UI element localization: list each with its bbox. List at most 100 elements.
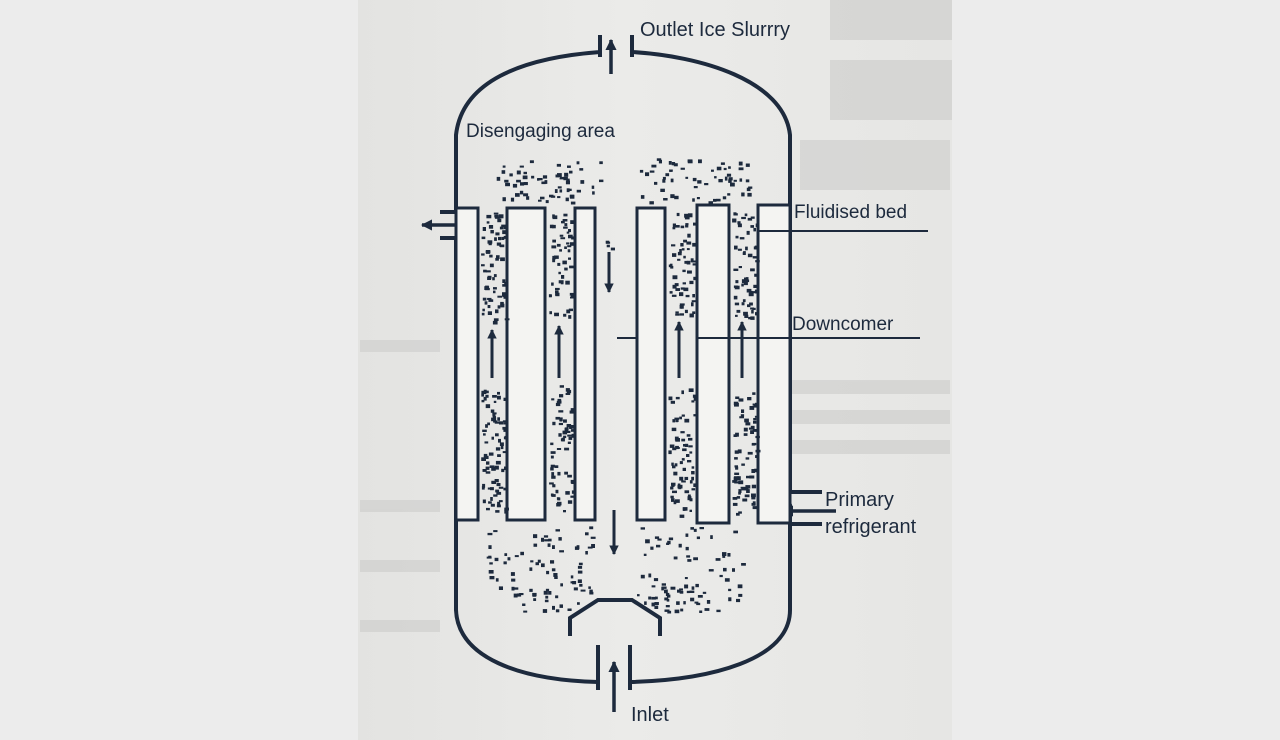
ice-particle — [728, 597, 732, 602]
ice-particle — [484, 301, 488, 305]
ice-particle — [754, 289, 759, 294]
ice-particle — [741, 302, 745, 306]
ice-particle — [559, 604, 563, 608]
ice-particle — [674, 609, 680, 614]
ice-particle — [559, 176, 565, 180]
ice-particle — [538, 199, 542, 202]
ice-particle — [692, 242, 698, 247]
ice-particle — [565, 491, 570, 495]
ice-particle — [588, 586, 591, 589]
ice-particle — [685, 294, 690, 298]
ice-particle — [494, 216, 500, 219]
ice-particle — [552, 421, 556, 426]
ice-particle — [667, 540, 671, 545]
ice-particle — [562, 260, 567, 265]
ice-particle — [736, 496, 741, 499]
ice-particle — [564, 447, 570, 451]
ice-particle — [681, 458, 685, 461]
ice-particle — [753, 227, 756, 232]
ice-particle — [716, 166, 722, 171]
ice-particle — [675, 418, 679, 423]
ice-particle — [735, 466, 739, 470]
ice-particle — [738, 398, 744, 402]
ice-particle — [677, 483, 681, 487]
inlet-label: Inlet — [631, 704, 669, 726]
ice-particle — [680, 305, 684, 309]
ice-particle — [510, 197, 515, 202]
ice-particle — [741, 463, 745, 466]
ice-particle — [552, 258, 556, 263]
ice-particle — [752, 392, 756, 395]
ice-particle — [487, 305, 491, 309]
ice-particle — [495, 447, 501, 451]
ice-particle — [555, 416, 560, 420]
ice-particle — [599, 161, 603, 165]
ice-particle — [684, 584, 689, 589]
ice-particle — [523, 182, 528, 186]
ice-particle — [493, 494, 498, 497]
ice-particle — [501, 468, 505, 473]
ice-particle — [490, 503, 495, 507]
ice-particle — [493, 530, 498, 533]
ice-particle — [689, 313, 694, 318]
ice-particle — [488, 452, 494, 456]
ice-particle — [649, 170, 655, 173]
ice-particle — [571, 490, 577, 494]
ice-particle — [515, 193, 520, 197]
ice-particle — [687, 233, 691, 238]
ice-particle — [734, 285, 740, 290]
ice-particle — [679, 416, 682, 420]
ice-particle — [733, 434, 737, 437]
ice-particle — [576, 545, 580, 550]
ice-particle — [679, 476, 684, 481]
ice-particle — [679, 303, 685, 306]
ice-particle — [741, 216, 746, 220]
ice-particle — [749, 406, 755, 410]
ice-particle — [485, 466, 490, 470]
ice-particle — [563, 226, 568, 229]
ice-particle — [650, 546, 654, 550]
ice-particle — [688, 437, 693, 441]
ice-particle — [490, 230, 494, 234]
ice-particle — [748, 316, 751, 320]
ice-particle — [501, 224, 506, 228]
ice-particle — [691, 302, 694, 307]
ice-particle — [483, 455, 489, 459]
ice-particle — [679, 313, 684, 316]
ice-particle — [684, 577, 688, 580]
ice-particle — [504, 509, 509, 514]
ice-particle — [513, 593, 518, 598]
ice-particle — [746, 489, 750, 493]
ice-particle — [739, 178, 743, 182]
ice-particle — [486, 214, 492, 219]
ice-particle — [686, 241, 692, 245]
ice-particle — [686, 434, 691, 437]
ice-particle — [500, 301, 504, 306]
ice-particle — [639, 169, 644, 173]
ice-particle — [481, 264, 485, 267]
ice-particle — [570, 429, 576, 432]
ice-particle — [567, 608, 572, 611]
ice-particle — [710, 535, 713, 539]
ice-particle — [753, 284, 758, 288]
ice-particle — [685, 176, 689, 179]
ice-particle — [504, 282, 509, 286]
ice-particle — [755, 312, 760, 316]
ice-particle — [504, 179, 509, 183]
ice-particle — [482, 227, 486, 231]
ice-particle — [493, 274, 497, 278]
ice-particle — [504, 507, 509, 511]
ice-particle — [754, 415, 759, 418]
ice-particle — [708, 201, 713, 205]
ice-particle — [668, 161, 672, 165]
ice-particle — [742, 498, 748, 502]
ice-particle — [691, 488, 696, 491]
ice-particle — [566, 309, 571, 314]
ice-particle — [737, 449, 742, 454]
ice-particle — [541, 537, 544, 542]
ice-particle — [691, 476, 694, 481]
ice-particle — [488, 570, 494, 574]
ice-particle — [502, 230, 507, 235]
ice-particle — [544, 180, 548, 184]
ice-particle — [565, 197, 569, 202]
